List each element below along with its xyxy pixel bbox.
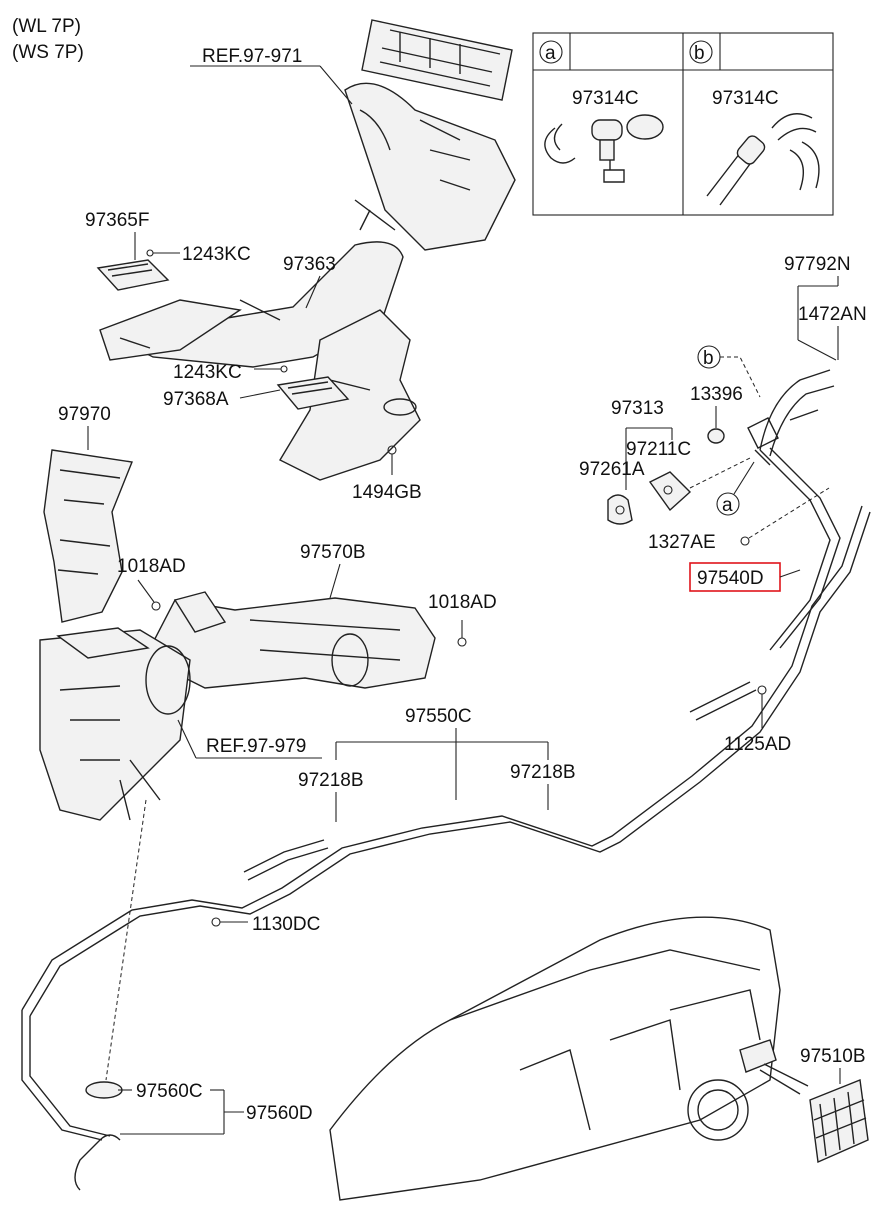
part-97313-label: 97313 — [611, 398, 664, 419]
vent-97365F — [96, 259, 170, 291]
heater-unit-upper — [344, 19, 516, 251]
part-13396-label: 13396 — [690, 384, 743, 405]
detail-b-connector-drawing — [706, 113, 820, 206]
part-1243KC-top-label: 1243KC — [182, 244, 251, 265]
screw-1243KC-bot — [280, 365, 288, 373]
ref-97-979-label: REF.97-979 — [206, 736, 306, 757]
vent-97368A — [276, 376, 350, 410]
detail-b-badge — [689, 40, 713, 64]
duct-97970 — [43, 449, 133, 623]
callout-b: b — [703, 348, 714, 369]
part-97363-label: 97363 — [283, 254, 336, 275]
nut-1327AE — [740, 536, 750, 546]
part-97550C-label: 97550C — [405, 706, 472, 727]
ref-97-971-label: REF.97-971 — [202, 46, 302, 67]
part-97510B-label: 97510B — [800, 1046, 866, 1067]
part-1472AN-label: 1472AN — [798, 304, 867, 325]
bolt-1125AD — [757, 685, 767, 695]
detail-b-part: 97314C — [712, 88, 779, 109]
part-97560C-label: 97560C — [136, 1081, 203, 1102]
part-97261A-label: 97261A — [579, 459, 645, 480]
part-97570B-label: 97570B — [300, 542, 366, 563]
detail-a-tag: a — [545, 43, 556, 64]
part-97211C-label: 97211C — [626, 439, 691, 460]
detail-b-tag: b — [694, 43, 705, 64]
plug-97261A — [607, 494, 633, 525]
part-97540D-label: 97540D — [697, 568, 764, 589]
detail-a-part: 97314C — [572, 88, 639, 109]
upper-hose-right — [747, 369, 841, 651]
detail-a-connector-drawing — [544, 114, 664, 183]
vehicle-outline — [329, 916, 781, 1201]
part-1018AD-left-label: 1018AD — [117, 556, 186, 577]
bracket-97211C — [648, 457, 751, 512]
part-97218B-left-label: 97218B — [298, 770, 364, 791]
detail-box: a b 97314C 97314C — [532, 32, 834, 216]
detail-a-badge — [539, 40, 563, 64]
heater-unit-lower — [39, 627, 191, 821]
variant-label-wl: (WL 7P) — [12, 16, 81, 37]
duct-97570B — [144, 591, 436, 689]
part-1243KC-bot-label: 1243KC — [173, 362, 242, 383]
part-1494GB-label: 1494GB — [352, 482, 422, 503]
hose-assembly — [21, 505, 871, 1191]
part-97368A-label: 97368A — [163, 389, 229, 410]
screw-1130DC — [211, 917, 221, 927]
part-1327AE-label: 1327AE — [648, 532, 716, 553]
part-97970-label: 97970 — [58, 404, 111, 425]
screw-1243KC-top — [146, 249, 154, 257]
grille-97510B — [809, 1079, 869, 1164]
part-97792N-label: 97792N — [784, 254, 851, 275]
part-97218B-right-label: 97218B — [510, 762, 576, 783]
callout-a: a — [722, 495, 733, 516]
part-97365F-label: 97365F — [85, 210, 149, 231]
screw-1018AD-left — [151, 601, 161, 611]
screw-1018AD-right — [457, 637, 467, 647]
variant-label-ws: (WS 7P) — [12, 42, 84, 63]
floor-duct-97363 — [99, 241, 421, 481]
part-1018AD-right-label: 1018AD — [428, 592, 497, 613]
callout-a-badge — [716, 492, 740, 516]
part-1125AD-label: 1125AD — [724, 734, 791, 755]
grommet-97560C — [85, 1081, 123, 1099]
part-1130DC-label: 1130DC — [252, 914, 320, 935]
grommet-13396 — [707, 428, 725, 444]
part-97560D-label: 97560D — [246, 1103, 313, 1124]
